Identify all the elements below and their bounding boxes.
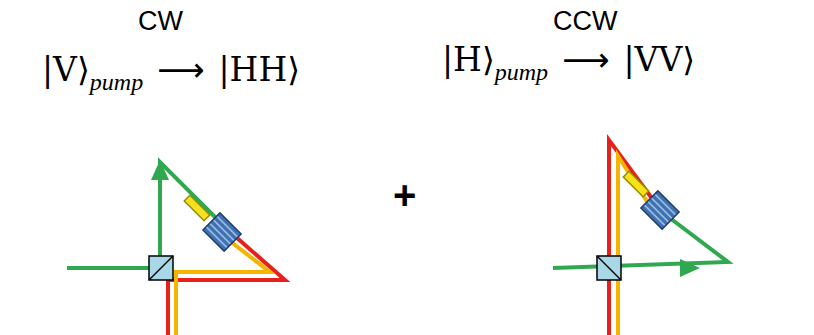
arrow: ⟶: [562, 42, 609, 78]
ket: |HH⟩: [218, 52, 300, 88]
panel-heading: CCW: [553, 8, 617, 35]
plus-sign: +: [393, 175, 416, 215]
ket: |H⟩: [442, 42, 495, 78]
ket: |V⟩: [42, 52, 90, 88]
ket: |VV⟩: [623, 42, 695, 78]
cw-loop: [67, 160, 285, 335]
subscript: pump: [495, 59, 548, 86]
equation-row: |H⟩pump⟶|VV⟩: [442, 42, 695, 78]
subscript: pump: [90, 69, 143, 96]
ccw-loop: [553, 140, 728, 335]
equation-row: |V⟩pump⟶|HH⟩: [42, 52, 300, 88]
panel-heading: CW: [138, 8, 183, 35]
arrow: ⟶: [157, 52, 204, 88]
